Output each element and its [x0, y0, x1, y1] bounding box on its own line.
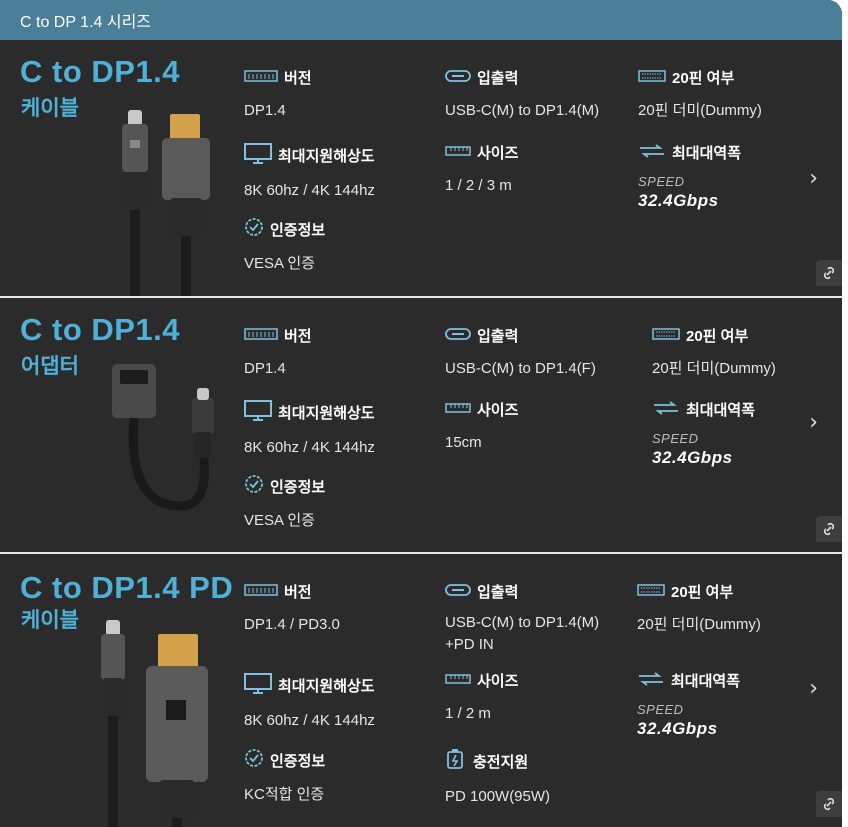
transfer-arrows-icon — [652, 400, 680, 419]
spec-bandwidth: 최대대역폭 SPEED 32.4Gbps — [638, 143, 742, 210]
usb-c-port-icon — [445, 583, 471, 601]
measure-icon — [445, 401, 471, 419]
spec-pin20: 20핀 여부 20핀 더미(Dummy) — [637, 583, 761, 633]
monitor-icon — [244, 142, 272, 168]
measure-icon — [445, 672, 471, 690]
ruler-icon — [244, 327, 278, 344]
pin-connector-icon — [652, 327, 680, 344]
spec-version: 버전 DP1.4 — [244, 69, 312, 119]
verified-badge-icon — [244, 217, 264, 241]
dp-pd-cable-image — [101, 620, 208, 827]
spec-cert: 인증정보 VESA 인증 — [244, 217, 325, 275]
dp-cable-image — [122, 110, 210, 300]
verified-badge-icon — [244, 474, 264, 498]
series-header: C to DP 1.4 시리즈 — [0, 0, 842, 40]
spec-io: 입출력 USB-C(M) to DP1.4(F) — [445, 327, 596, 377]
product-card-cable[interactable]: C to DP1.4 케이블 버전 DP1.4 최대지원해상도 8K 60hz … — [0, 40, 842, 300]
spec-pin20: 20핀 여부 20핀 더미(Dummy) — [638, 69, 762, 119]
verified-badge-icon — [244, 748, 264, 772]
measure-icon — [445, 144, 471, 162]
product-title: C to DP1.4 — [20, 312, 181, 347]
product-card-adapter[interactable]: C to DP1.4 어댑터 버전 DP1.4 최대지원해상도 8K 60hz … — [0, 298, 842, 552]
spec-io: 입출력 USB-C(M) to DP1.4(M) — [445, 69, 600, 119]
spec-io: 입출력 USB-C(M) to DP1.4(M) +PD IN — [445, 583, 600, 653]
spec-size: 사이즈 1 / 2 / 3 m — [445, 144, 519, 194]
pin-connector-icon — [637, 583, 665, 600]
link-icon[interactable] — [816, 516, 842, 542]
spec-max-res: 최대지원해상도 8K 60hz / 4K 144hz — [244, 142, 375, 202]
chevron-right-icon[interactable]: › — [809, 410, 818, 435]
product-title: C to DP1.4 — [20, 54, 181, 89]
transfer-arrows-icon — [638, 143, 666, 162]
card-divider — [0, 552, 842, 554]
spec-size: 사이즈 1 / 2 m — [445, 672, 519, 722]
dp-adapter-image — [112, 364, 214, 511]
spec-charging: 충전지원 PD 100W(95W) — [445, 748, 550, 808]
transfer-arrows-icon — [637, 671, 665, 690]
link-icon[interactable] — [816, 260, 842, 286]
battery-charge-icon — [445, 748, 467, 774]
spec-bandwidth: 최대대역폭 SPEED 32.4Gbps — [637, 671, 741, 738]
link-icon[interactable] — [816, 791, 842, 817]
spec-bandwidth: 최대대역폭 SPEED 32.4Gbps — [652, 400, 756, 467]
ruler-icon — [244, 583, 278, 600]
chevron-right-icon[interactable]: › — [809, 676, 818, 701]
product-title: C to DP1.4 PD — [20, 570, 234, 605]
product-subtitle: 어댑터 — [21, 355, 79, 378]
usb-c-port-icon — [445, 69, 471, 87]
spec-size: 사이즈 15cm — [445, 401, 519, 451]
monitor-icon — [244, 672, 272, 698]
ruler-icon — [244, 69, 278, 86]
monitor-icon — [244, 399, 272, 425]
spec-pin20: 20핀 여부 20핀 더미(Dummy) — [652, 327, 776, 377]
product-subtitle: 케이블 — [21, 609, 79, 632]
chevron-right-icon[interactable]: › — [809, 166, 818, 191]
spec-version: 버전 DP1.4 / PD3.0 — [244, 583, 340, 633]
product-card-pd-cable[interactable]: C to DP1.4 PD 케이블 버전 DP1.4 / PD3.0 최대지원해… — [0, 554, 842, 827]
product-subtitle: 케이블 — [21, 97, 79, 120]
spec-max-res: 최대지원해상도 8K 60hz / 4K 144hz — [244, 672, 375, 732]
series-title: C to DP 1.4 시리즈 — [20, 14, 152, 31]
spec-version: 버전 DP1.4 — [244, 327, 312, 377]
pin-connector-icon — [638, 69, 666, 86]
spec-cert: 인증정보 KC적합 인증 — [244, 748, 325, 806]
spec-max-res: 최대지원해상도 8K 60hz / 4K 144hz — [244, 399, 375, 459]
spec-cert: 인증정보 VESA 인증 — [244, 474, 325, 532]
usb-c-port-icon — [445, 327, 471, 345]
card-divider — [0, 296, 842, 298]
